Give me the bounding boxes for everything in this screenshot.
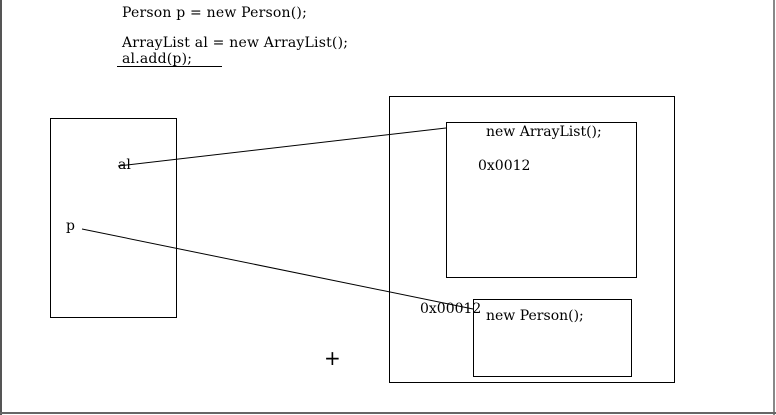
stack-var-p: p: [66, 218, 75, 234]
person-object-label: new Person();: [486, 308, 584, 324]
code-underline: [117, 66, 222, 67]
code-line-arraylist: ArrayList al = new ArrayList();: [122, 35, 349, 51]
person-object-box: [473, 299, 632, 377]
arraylist-object-label: new ArrayList();: [486, 124, 602, 140]
canvas-bottom-edge: [0, 412, 776, 414]
stack-var-al: al: [118, 157, 131, 173]
person-address: 0x00012: [420, 301, 482, 317]
stack-box: [50, 118, 177, 318]
p-reference-arrow: [81, 228, 474, 310]
code-line-add: al.add(p);: [122, 51, 193, 67]
heap-box: [389, 96, 675, 383]
crosshair-cursor-icon: +: [324, 346, 341, 370]
arraylist-object-box: [446, 122, 637, 278]
al-reference-arrow: [117, 127, 447, 167]
canvas-right-edge: [773, 0, 775, 415]
code-line-person: Person p = new Person();: [122, 5, 308, 21]
arraylist-address: 0x0012: [478, 158, 531, 174]
